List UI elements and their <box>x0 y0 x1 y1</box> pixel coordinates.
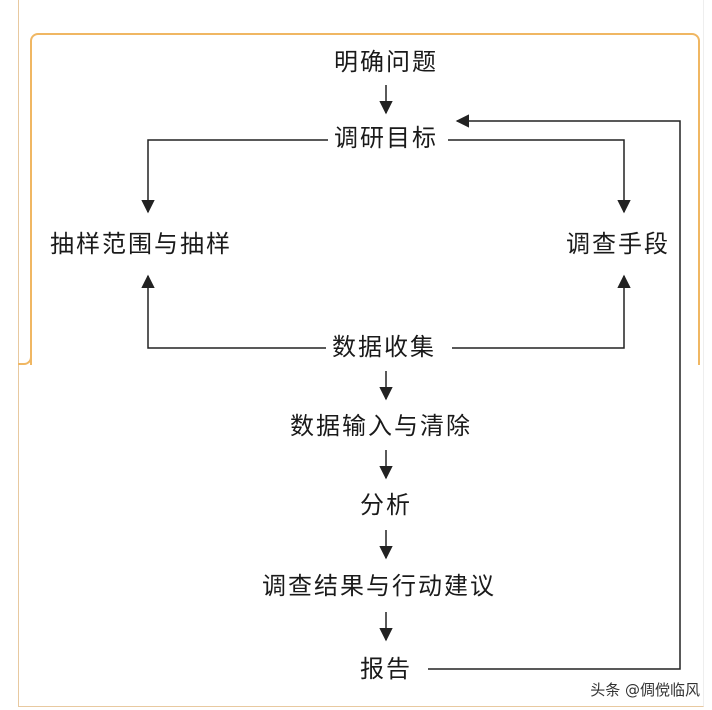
edge-goal-to-method <box>448 139 631 214</box>
node-results: 调查结果与行动建议 <box>262 572 496 600</box>
watermark: 头条 @倜傥临风 <box>590 679 700 700</box>
edge-collect-to-sampling <box>141 274 326 349</box>
node-data-entry: 数据输入与清除 <box>290 412 472 440</box>
edge-collect-to-method <box>452 274 631 349</box>
node-research-goal: 调研目标 <box>334 124 438 152</box>
node-define-problem: 明确问题 <box>334 48 438 76</box>
page-frame <box>18 0 704 707</box>
node-sampling: 抽样范围与抽样 <box>50 230 232 258</box>
node-analysis: 分析 <box>360 491 412 519</box>
edge-goal-to-sampling <box>141 139 328 214</box>
node-data-collection: 数据收集 <box>332 333 436 361</box>
highlight-frame-corner <box>18 330 32 365</box>
edge-report-to-goal <box>428 114 681 670</box>
node-report: 报告 <box>360 655 412 683</box>
node-survey-method: 调查手段 <box>566 230 670 258</box>
highlight-frame <box>30 33 700 365</box>
